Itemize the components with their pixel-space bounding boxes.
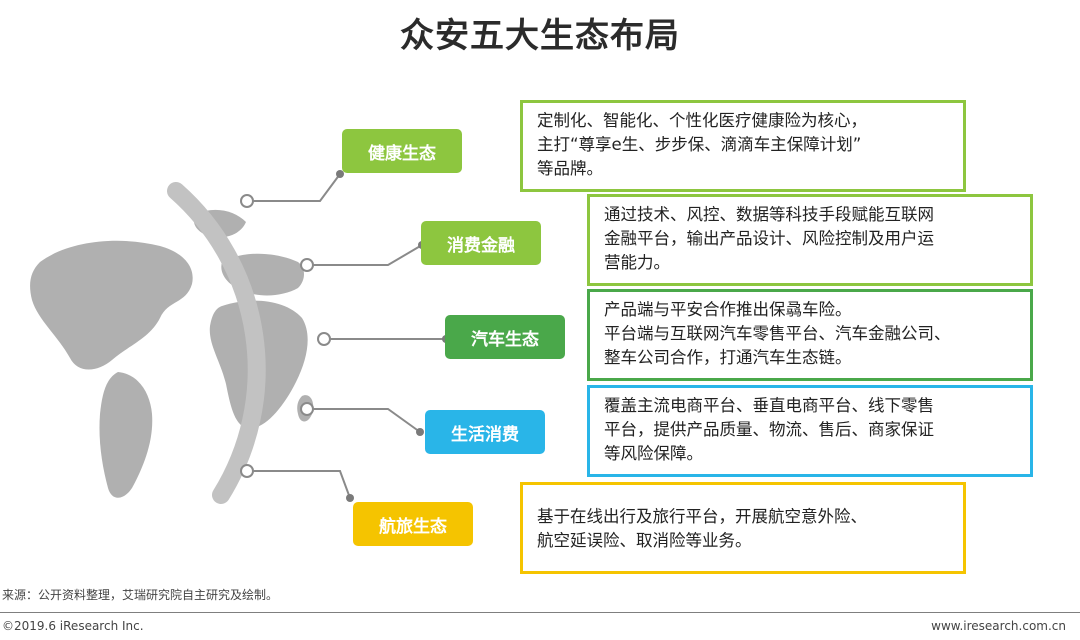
desc-line: 产品端与平安合作推出保骉车险。 [604,300,852,319]
desc-line: 通过技术、风控、数据等科技手段赋能互联网 [604,205,934,224]
tag-life-consumption: 生活消费 [425,410,545,454]
connector-dot-5 [346,494,354,502]
website-link: www.iresearch.com.cn [931,619,1066,633]
footer-divider [0,612,1080,613]
node-circle-4 [300,402,314,416]
node-circle-2 [300,258,314,272]
connector-line-4 [307,408,421,433]
tag-travel: 航旅生态 [353,502,473,546]
desc-line: 等品牌。 [537,159,603,178]
world-map-icon [30,209,314,498]
tag-health: 健康生态 [342,129,462,173]
desc-line: 营能力。 [604,253,670,272]
tag-auto: 汽车生态 [445,315,565,359]
desc-box-health: 定制化、智能化、个性化医疗健康险为核心， 主打“尊享e生、步步保、滴滴车主保障计… [520,100,966,192]
desc-box-life-consumption: 覆盖主流电商平台、垂直电商平台、线下零售 平台，提供产品质量、物流、售后、商家保… [587,385,1033,477]
connector-dot-4 [416,428,424,436]
desc-line: 金融平台，输出产品设计、风险控制及用户运 [604,229,934,248]
desc-line: 平台，提供产品质量、物流、售后、商家保证 [604,420,934,439]
page-title: 众安五大生态布局 [400,16,680,56]
source-note: 来源：公开资料整理，艾瑞研究院自主研究及绘制。 [2,588,279,602]
tag-consumer-finance: 消费金融 [421,221,541,265]
node-circle-5 [240,464,254,478]
desc-line: 航空延误险、取消险等业务。 [537,531,752,550]
connector-line-2 [307,244,423,266]
desc-line: 整车公司合作，打通汽车生态链。 [604,348,852,367]
desc-line: 覆盖主流电商平台、垂直电商平台、线下零售 [604,396,934,415]
desc-box-travel: 基于在线出行及旅行平台，开展航空意外险、 航空延误险、取消险等业务。 [520,482,966,574]
desc-line: 基于在线出行及旅行平台，开展航空意外险、 [537,507,867,526]
connector-line-1 [247,173,341,202]
node-circle-1 [240,194,254,208]
desc-line: 主打“尊享e生、步步保、滴滴车主保障计划” [537,135,862,154]
desc-line: 定制化、智能化、个性化医疗健康险为核心， [537,111,867,130]
connector-line-5 [247,470,351,499]
copyright-text: ©2019.6 iResearch Inc. [2,619,144,633]
desc-line: 等风险保障。 [604,444,703,463]
globe-arc [167,182,266,504]
connector-dot-1 [336,170,344,178]
desc-line: 平台端与互联网汽车零售平台、汽车金融公司、 [604,324,951,343]
desc-box-consumer-finance: 通过技术、风控、数据等科技手段赋能互联网 金融平台，输出产品设计、风险控制及用户… [587,194,1033,286]
node-circle-3 [317,332,331,346]
desc-box-auto: 产品端与平安合作推出保骉车险。 平台端与互联网汽车零售平台、汽车金融公司、 整车… [587,289,1033,381]
